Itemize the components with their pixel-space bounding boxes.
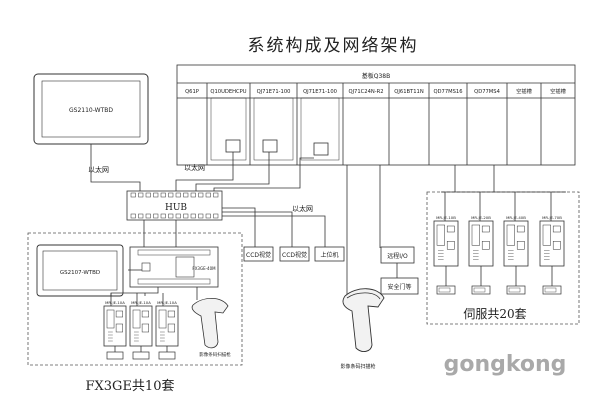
hub-label: HUB (165, 203, 187, 213)
servo-label: MR-JE-70B (542, 215, 562, 220)
servo-amplifier: MR-JE-10A (103, 300, 127, 347)
hub-port (138, 213, 144, 219)
ethernet-label-1: 以太网 (88, 165, 109, 174)
servo-group-title: 伺服共20套 (463, 307, 526, 321)
ethernet-label-2: 以太网 (184, 163, 205, 172)
hub-port (183, 213, 189, 219)
servo-label: MR-JE-20B (471, 215, 491, 220)
hmi-top-label: GS2110-WTBD (69, 107, 113, 114)
servo-label: MR-JE-10A (157, 300, 177, 305)
plc-slot-label: Q10UDEHCPU (210, 89, 246, 95)
hub-port (213, 213, 219, 219)
hub-port (183, 192, 189, 198)
ccd-label-1: CCD视觉 (246, 251, 271, 259)
plc-slot-label: QJ71E71-100 (257, 89, 291, 95)
servo-amplifier: MR-JE-70B (539, 215, 565, 267)
plc-slot-label: 空插槽 (516, 87, 532, 95)
plc-slot-label: 空插槽 (550, 87, 566, 95)
plc-slot-label: QJ71C24N-R2 (348, 89, 383, 95)
servo-amplifier: MR-JE-10A (129, 300, 153, 347)
hub-port (145, 192, 151, 198)
servo-label: MR-JE-10A (131, 300, 151, 305)
hub-port (130, 192, 136, 198)
scanner-caption: 影像条码扫描枪 (340, 363, 375, 370)
fx-group-frame (27, 232, 243, 366)
plc-slot-label: QJ61BT11N (394, 89, 424, 95)
servo-label: MR-JE-10B (436, 215, 456, 220)
hub-port (160, 213, 166, 219)
hub-port (175, 192, 181, 198)
hub-port (130, 213, 136, 219)
plc-slot-label: QJ71E71-100 (303, 89, 337, 95)
hub-port (198, 213, 204, 219)
ethernet-label-3: 以太网 (292, 204, 313, 213)
fx-group-title: FX3GE共10套 (86, 378, 175, 394)
plc-slot-label: QD77MS16 (433, 89, 462, 95)
remote-io-label: 远程I/O (387, 252, 408, 260)
hub-port (198, 192, 204, 198)
hub-port (190, 192, 196, 198)
fx-plc: FX3GE-40M (129, 246, 219, 288)
hub-port (213, 192, 219, 198)
ccd-box-2 (279, 246, 310, 262)
servo-label: MR-JE-40B (506, 215, 526, 220)
servo-amplifier: MR-JE-40B (503, 215, 529, 267)
safety-door-box (380, 277, 419, 295)
plc-rack: 基板Q38B Q61P Q10UDEHCPU QJ71E71-100 QJ71E71-… (176, 64, 576, 166)
hub-port (153, 192, 159, 198)
servo-motor (158, 351, 176, 360)
hub-port (205, 213, 211, 219)
hub-port (138, 192, 144, 198)
hmi-top: GS2110-WTBD (33, 73, 149, 145)
hub: HUB (126, 190, 223, 221)
hub-port (168, 213, 174, 219)
diagram-title: 系统构成及网络架构 (248, 36, 419, 56)
fx-hmi: GS2107-WTBD (36, 244, 124, 297)
plc-slot-label: QD77MS4 (474, 89, 500, 95)
port-icon (225, 139, 241, 153)
ethernet-port-icon (313, 142, 329, 156)
host-pc-label: 上位机 (320, 251, 338, 259)
hub-port (168, 192, 174, 198)
safety-door-label: 安全门等 (387, 283, 411, 291)
hub-port (160, 192, 166, 198)
servo-amplifier: MR-JE-10A (155, 300, 179, 347)
watermark: gongkong (444, 352, 567, 377)
servo-motor (106, 351, 124, 360)
ccd-label-2: CCD视觉 (282, 251, 307, 259)
fx-scanner: 影像条码扫描枪 (191, 297, 231, 358)
hub-port (153, 213, 159, 219)
servo-amplifier: MR-JE-10B (433, 215, 459, 267)
servo-amplifier: MR-JE-20B (468, 215, 494, 267)
servo-label: MR-JE-10A (105, 300, 125, 305)
plc-slot-label: Q61P (185, 89, 199, 95)
host-pc-box (314, 246, 345, 262)
servo-motor (132, 351, 150, 360)
fx-plc-model: FX3GE-40M (192, 266, 216, 271)
hub-port (205, 192, 211, 198)
fx-scanner-caption: 影像条码扫描枪 (199, 351, 231, 358)
plc-base-label: 基板Q38B (362, 72, 390, 80)
scanner-center: 影像条码扫描枪 (340, 288, 385, 370)
fx-hmi-label: GS2107-WTBD (60, 270, 100, 276)
remote-io-box (380, 246, 415, 264)
hub-port (190, 213, 196, 219)
ethernet-port-icon (262, 139, 278, 153)
hub-port (145, 213, 151, 219)
hub-port (175, 213, 181, 219)
ccd-box-1 (243, 246, 274, 262)
